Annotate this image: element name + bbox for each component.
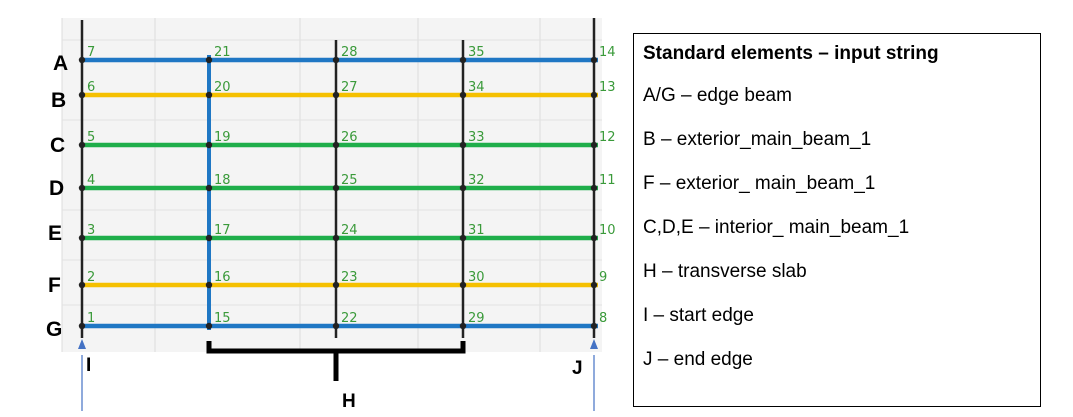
grid-node — [205, 322, 213, 330]
row-letter-F: F — [48, 274, 61, 297]
node-number: 14 — [599, 45, 616, 60]
grid-node — [205, 234, 213, 242]
end-edge-marker: J — [572, 339, 598, 411]
legend-entry: A/G – edge beam — [643, 85, 792, 106]
grid-node — [205, 141, 213, 149]
grid-node — [459, 281, 467, 289]
legend-entry: H – transverse slab — [643, 261, 807, 282]
grid-node — [459, 184, 467, 192]
node-number: 16 — [214, 270, 231, 285]
node-number: 34 — [468, 80, 485, 95]
grid-node — [205, 56, 213, 64]
grid-node — [332, 184, 340, 192]
node-number: 24 — [341, 223, 358, 238]
grid-node — [78, 91, 86, 99]
grid-node — [590, 56, 598, 64]
grid-node — [332, 322, 340, 330]
grid-node — [332, 234, 340, 242]
node-number: 19 — [214, 130, 231, 145]
grid-node — [590, 91, 598, 99]
grid-node — [332, 141, 340, 149]
grid-node — [205, 184, 213, 192]
legend-box: Standard elements – input string A/G – e… — [633, 33, 1041, 407]
grid-node — [332, 281, 340, 289]
node-number: 22 — [341, 311, 358, 326]
node-number: 10 — [599, 223, 616, 238]
background-grid — [61, 18, 602, 352]
node-number: 28 — [341, 45, 358, 60]
node-number: 13 — [599, 80, 616, 95]
grid-node — [205, 281, 213, 289]
end-edge-label: J — [572, 358, 583, 379]
transverse-brace — [206, 341, 466, 381]
legend-title: Standard elements – input string — [643, 43, 939, 64]
plot-background — [62, 18, 602, 352]
row-letter-C: C — [50, 134, 65, 157]
grid-node — [590, 322, 598, 330]
node-number: 1 — [87, 311, 95, 326]
node-number: 15 — [214, 311, 231, 326]
grid-node — [332, 56, 340, 64]
node-number: 20 — [214, 80, 231, 95]
grid-node — [459, 322, 467, 330]
node-number: 7 — [87, 45, 95, 60]
node-number: 12 — [599, 130, 616, 145]
grid-node — [459, 91, 467, 99]
grid-node — [205, 91, 213, 99]
row-letter-D: D — [49, 177, 64, 200]
node-number: 25 — [341, 173, 358, 188]
node-number: 3 — [87, 223, 95, 238]
transverse-label: H — [342, 391, 356, 412]
grid-node — [78, 141, 86, 149]
legend-entry: B – exterior_main_beam_1 — [643, 129, 872, 150]
node-number: 35 — [468, 45, 485, 60]
legend-entry: I – start edge — [643, 305, 754, 326]
node-number: 26 — [341, 130, 358, 145]
grid-node — [78, 322, 86, 330]
grid-node — [78, 184, 86, 192]
node-number: 18 — [214, 173, 231, 188]
row-letter-E: E — [48, 222, 62, 245]
start-edge-label: I — [86, 355, 91, 376]
node-number: 29 — [468, 311, 485, 326]
legend-entry: F – exterior_ main_beam_1 — [643, 173, 876, 194]
legend-entry: J – end edge — [643, 349, 753, 370]
node-number: 23 — [341, 270, 358, 285]
grid-node — [332, 91, 340, 99]
node-number: 11 — [599, 173, 616, 188]
grid-node — [459, 234, 467, 242]
row-letter-B: B — [51, 89, 66, 112]
grid-node — [590, 184, 598, 192]
legend-entry: C,D,E – interior_ main_beam_1 — [643, 217, 910, 238]
node-number: 27 — [341, 80, 358, 95]
row-letter-G: G — [46, 318, 62, 341]
node-number: 4 — [87, 173, 95, 188]
grid-nodes — [78, 56, 598, 330]
node-number: 33 — [468, 130, 485, 145]
node-number: 5 — [87, 130, 95, 145]
node-number: 21 — [214, 45, 231, 60]
grid-node — [78, 56, 86, 64]
node-number: 17 — [214, 223, 231, 238]
node-number: 31 — [468, 223, 485, 238]
grid-node — [78, 234, 86, 242]
node-number: 9 — [599, 270, 607, 285]
grid-node — [78, 281, 86, 289]
node-number: 2 — [87, 270, 95, 285]
grid-node — [590, 281, 598, 289]
grid-node — [459, 56, 467, 64]
node-number: 30 — [468, 270, 485, 285]
grid-node — [590, 234, 598, 242]
node-number: 32 — [468, 173, 485, 188]
node-number: 8 — [599, 311, 607, 326]
grid-node — [459, 141, 467, 149]
grid-node — [590, 141, 598, 149]
row-letter-A: A — [53, 52, 68, 75]
node-number: 6 — [87, 80, 95, 95]
start-edge-marker: I — [78, 339, 91, 411]
